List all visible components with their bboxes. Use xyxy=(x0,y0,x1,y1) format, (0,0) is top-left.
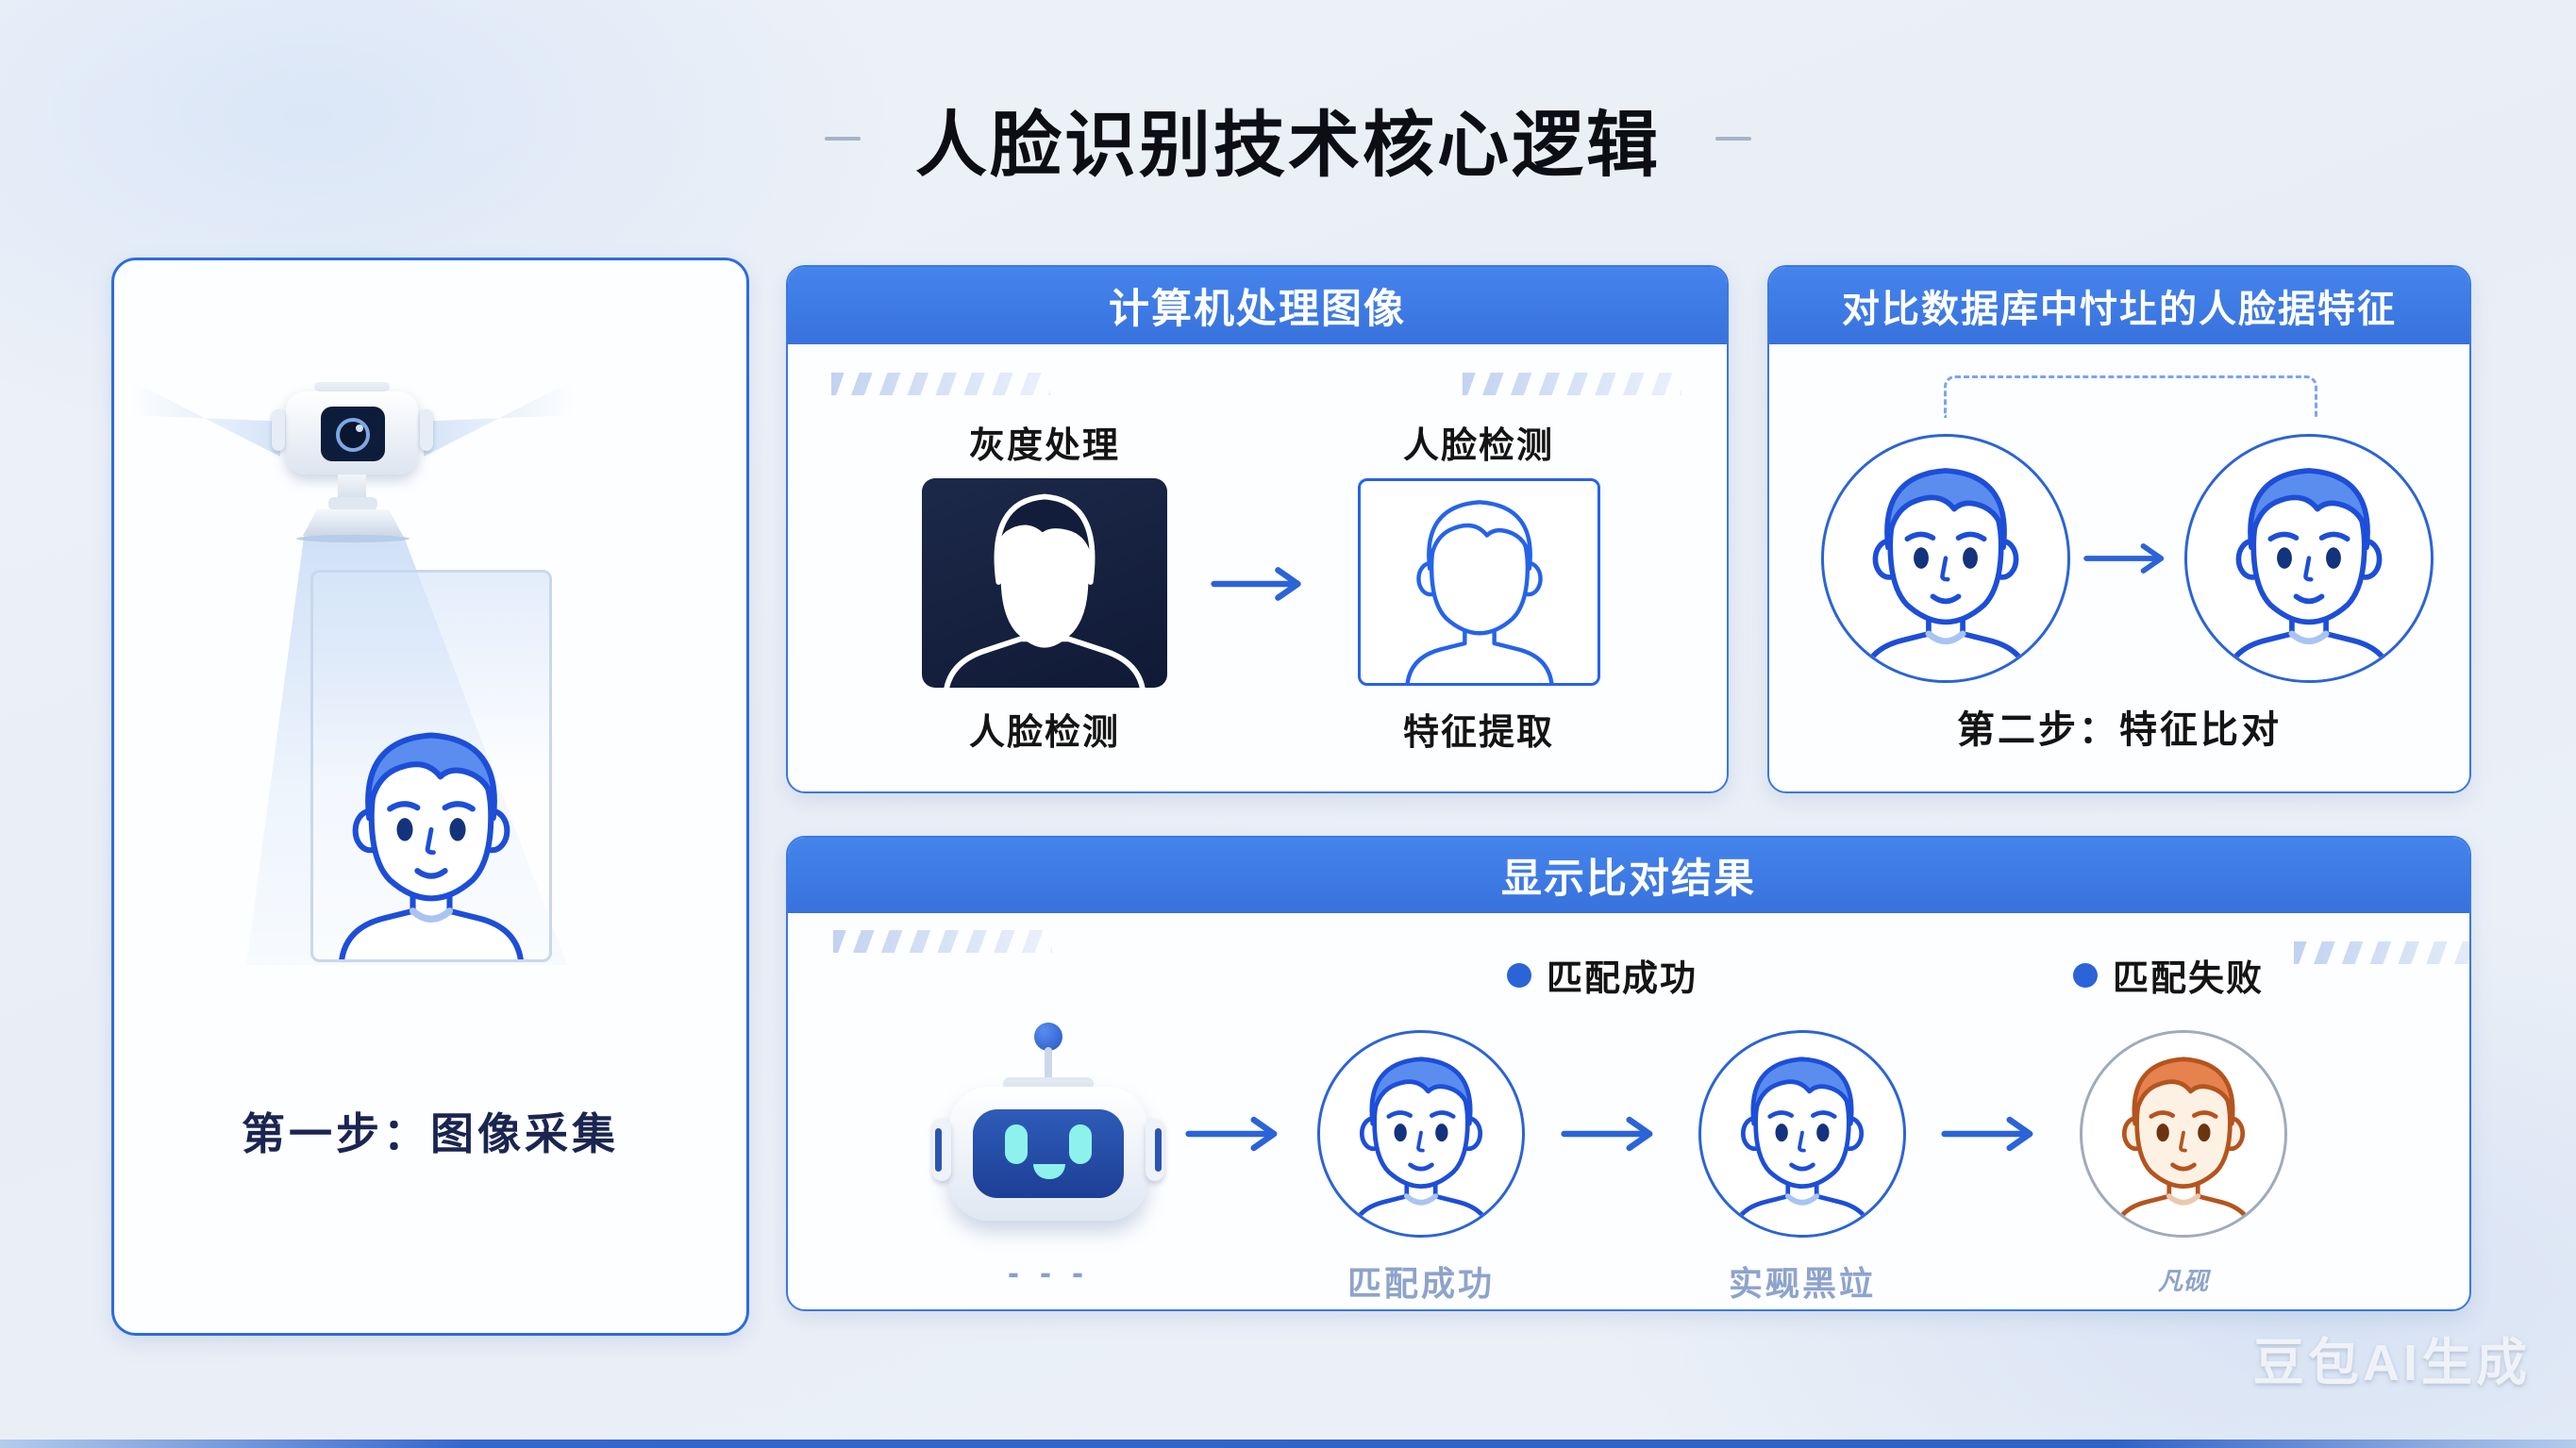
ai-watermark: 豆包AI生成 xyxy=(2253,1335,2531,1391)
camera-light-beam-right xyxy=(424,379,575,457)
arrow-right-icon xyxy=(2083,543,2165,574)
legend-dot-icon xyxy=(2073,962,2098,988)
robot-face-screen xyxy=(973,1109,1124,1198)
hatch-decoration xyxy=(1463,373,1681,395)
camera-flap-left xyxy=(272,409,285,451)
process-panel-title: 计算机处理图像 xyxy=(1109,287,1406,332)
compare-panel-header: 对比数据库中忖圵的人脸据特征 xyxy=(1769,267,2469,344)
result-caption: 匹配成功 xyxy=(1347,1264,1495,1303)
grayscale-image xyxy=(922,478,1167,688)
legend-match-fail: 匹配失败 xyxy=(2073,949,2264,1001)
blue-face-icon xyxy=(1713,1032,1892,1238)
title-divider-right xyxy=(1715,137,1751,141)
robot-mouth-icon xyxy=(1033,1164,1065,1179)
camera-collar xyxy=(328,497,377,510)
compare-panel-title: 对比数据库中忖圵的人脸据特征 xyxy=(1842,289,2397,330)
camera-top-tab xyxy=(314,382,390,391)
step1-caption: 第一步：图像采集 xyxy=(242,1109,619,1158)
result-panel: 显示比对结果 匹配成功 匹配失败 - - - xyxy=(786,836,2471,1311)
legend-dot-icon xyxy=(1507,962,1531,988)
robot-ear-left xyxy=(932,1119,951,1181)
robot-eye-icon xyxy=(1005,1124,1028,1164)
result-panel-header: 显示比对结果 xyxy=(788,838,2469,913)
arrow-right-icon xyxy=(1941,1116,2033,1152)
orange-face-icon xyxy=(2094,1032,2273,1238)
robot-caption: - - - xyxy=(1008,1253,1089,1291)
legend-label: 匹配成功 xyxy=(1547,959,1698,999)
legend-label: 匹配失败 xyxy=(2113,959,2265,999)
dashed-connector xyxy=(1944,375,2317,418)
sketch-face-icon xyxy=(1387,478,1572,686)
camera-light-beam-left xyxy=(129,379,280,457)
blue-face-icon xyxy=(1839,439,2052,683)
arrow-right-icon xyxy=(1211,567,1301,601)
detect-top-label: 人脸检测 xyxy=(1402,426,1554,466)
matched-face-avatar xyxy=(2184,434,2434,683)
grayscale-top-label: 灰度处理 xyxy=(968,426,1120,466)
title-divider-left xyxy=(825,137,861,141)
capture-card: 第一步：图像采集 xyxy=(111,258,749,1336)
hatch-decoration xyxy=(2294,941,2469,964)
title-row: 人脸识别技术核心逻辑 xyxy=(0,87,2576,191)
result-caption: 实觋黑竝 xyxy=(1728,1264,1876,1303)
result-caption: 凡砚 xyxy=(2157,1267,2209,1295)
robot-ear-right xyxy=(1146,1119,1164,1181)
camera-base xyxy=(303,509,403,536)
legend-match-success: 匹配成功 xyxy=(1507,949,1698,1001)
step2-caption: 第二步：特征比对 xyxy=(1957,709,2282,751)
camera-screen xyxy=(321,407,385,461)
robot-eye-icon xyxy=(1069,1124,1092,1164)
arrow-right-icon xyxy=(1185,1116,1278,1152)
camera-lens-icon xyxy=(336,418,370,452)
blue-face-icon xyxy=(2202,439,2416,683)
grayscale-bottom-label: 人脸检测 xyxy=(968,713,1120,753)
arrow-right-icon xyxy=(1561,1116,1653,1152)
feature-extraction-box xyxy=(1358,478,1600,686)
robot-antenna-stem xyxy=(1045,1047,1052,1083)
blue-face-icon xyxy=(1331,1032,1511,1238)
hatch-decoration xyxy=(831,373,1050,395)
bottom-edge-strip xyxy=(0,1440,2576,1448)
result-avatar-success xyxy=(1317,1030,1525,1238)
page-title: 人脸识别技术核心逻辑 xyxy=(915,106,1661,186)
process-panel: 计算机处理图像 灰度处理 人脸检测 人脸检测 特征提取 xyxy=(786,265,1729,793)
detect-bottom-label: 特征提取 xyxy=(1402,713,1554,753)
robot-antenna-icon xyxy=(1034,1023,1062,1051)
robot-icon xyxy=(932,1023,1164,1268)
compare-panel: 对比数据库中忖圵的人脸据特征 第二步：特征比对 xyxy=(1767,265,2471,793)
process-panel-header: 计算机处理图像 xyxy=(788,267,1727,344)
camera-flap-right xyxy=(420,409,433,451)
result-panel-title: 显示比对结果 xyxy=(1501,857,1756,902)
camera-neck xyxy=(338,474,366,501)
result-avatar-fail xyxy=(2080,1030,2287,1238)
result-avatar-compare xyxy=(1698,1030,1906,1238)
silhouette-icon xyxy=(935,478,1154,688)
captured-face-illustration xyxy=(316,701,546,962)
hatch-decoration xyxy=(833,930,1052,953)
camera-icon xyxy=(286,391,418,474)
database-face-avatar xyxy=(1821,434,2070,683)
photo-frame xyxy=(310,570,552,962)
